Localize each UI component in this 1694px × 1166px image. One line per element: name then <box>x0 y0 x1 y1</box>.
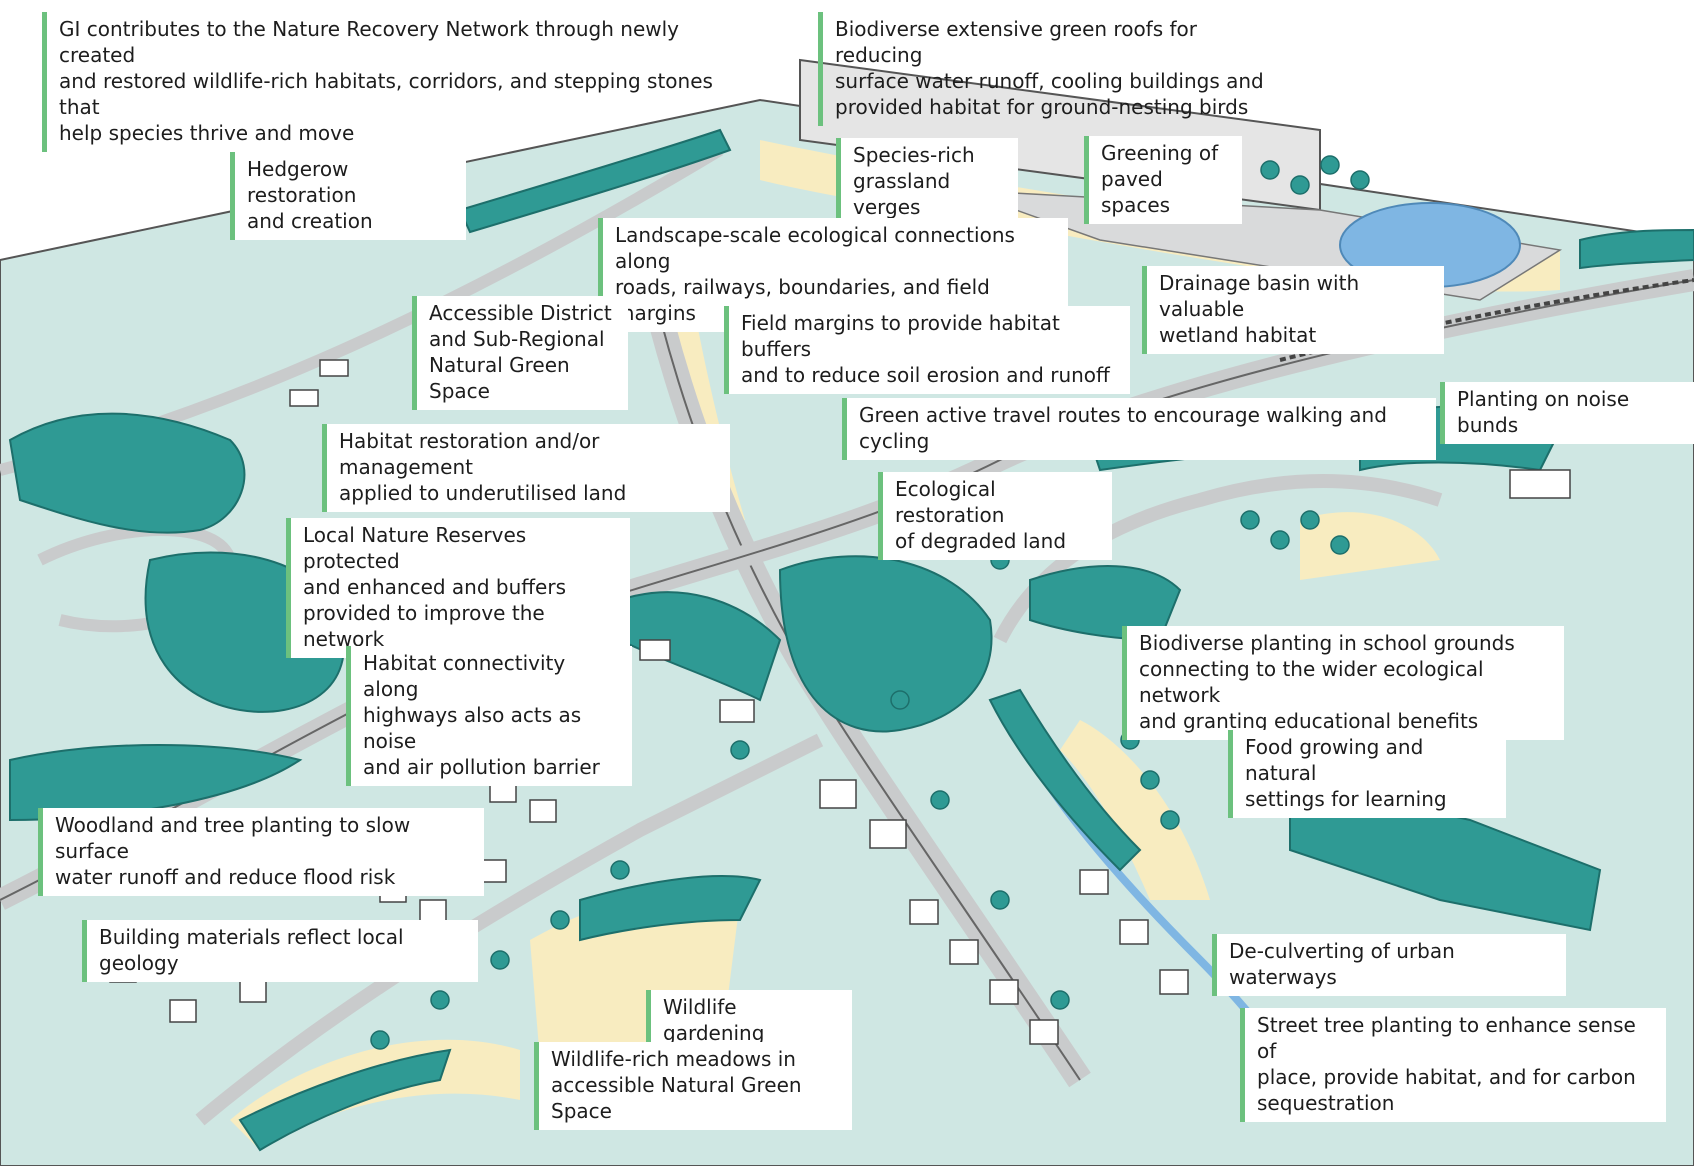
building-block-22 <box>639 639 671 661</box>
tree-17 <box>550 910 570 930</box>
label-active-travel-routes: Green active travel routes to encourage … <box>842 398 1436 460</box>
tree-10 <box>1140 770 1160 790</box>
tree-5 <box>1240 510 1260 530</box>
building-block-25 <box>289 389 319 407</box>
hedgerow-north <box>458 128 732 234</box>
noise-bund-meadow <box>1300 512 1440 580</box>
label-nature-recovery-network: GI contributes to the Nature Recovery Ne… <box>42 12 732 152</box>
label-habitat-restoration: Habitat restoration and/or management ap… <box>322 424 730 512</box>
waterway-corridor <box>988 688 1142 872</box>
building-block-13 <box>869 819 907 849</box>
tree-15 <box>1050 990 1070 1010</box>
label-noise-bunds: Planting on noise bunds <box>1440 382 1694 444</box>
building-block-16 <box>989 979 1019 1005</box>
tree-3 <box>1320 155 1340 175</box>
building-block-9 <box>239 979 267 1003</box>
label-accessible-green-space: Accessible District and Sub-Regional Nat… <box>412 296 628 410</box>
building-block-17 <box>1029 1019 1059 1045</box>
tree-14 <box>990 890 1010 910</box>
label-school-grounds: Biodiverse planting in school grounds co… <box>1122 626 1564 740</box>
label-ecological-restoration: Ecological restoration of degraded land <box>878 472 1112 560</box>
label-nature-reserves: Local Nature Reserves protected and enha… <box>286 518 630 658</box>
hedgerow-south-2 <box>238 1048 452 1152</box>
tree-16 <box>610 860 630 880</box>
school-meadow <box>1060 720 1210 900</box>
tree-1 <box>1260 160 1280 180</box>
label-greening-paved-spaces: Greening of paved spaces <box>1084 136 1242 224</box>
tree-21 <box>730 740 750 760</box>
building-block-12 <box>819 779 857 809</box>
building-block-24 <box>319 359 349 377</box>
label-drainage-basin: Drainage basin with valuable wetland hab… <box>1142 266 1444 354</box>
woodland-central <box>778 555 993 733</box>
label-food-growing: Food growing and natural settings for le… <box>1228 730 1506 818</box>
building-block-18 <box>1079 869 1109 895</box>
building-block-21 <box>719 699 755 723</box>
tree-6 <box>1270 530 1290 550</box>
tree-2 <box>1290 175 1310 195</box>
cross-road-edge <box>0 279 1694 901</box>
label-hedgerow-restoration: Hedgerow restoration and creation <box>230 152 466 240</box>
label-green-roofs: Biodiverse extensive green roofs for red… <box>818 12 1298 126</box>
tree-20 <box>370 1030 390 1050</box>
tree-11 <box>1160 810 1180 830</box>
label-grassland-verges: Species-rich grassland verges <box>836 138 1018 226</box>
building-block-10 <box>169 999 197 1023</box>
label-wildlife-meadows: Wildlife-rich meadows in accessible Natu… <box>534 1042 852 1130</box>
tree-12 <box>890 690 910 710</box>
tree-8 <box>1330 535 1350 555</box>
building-block-19 <box>1119 919 1149 945</box>
tree-4 <box>1350 170 1370 190</box>
school-planting <box>1029 565 1182 642</box>
building-block-20 <box>1159 969 1189 995</box>
hedgerow-south-1 <box>579 875 762 942</box>
hedgerow-north-east <box>1579 229 1694 270</box>
tree-18 <box>490 950 510 970</box>
label-street-trees: Street tree planting to enhance sense of… <box>1240 1008 1666 1122</box>
label-wildlife-gardening: Wildlife gardening <box>646 990 852 1052</box>
tree-19 <box>430 990 450 1010</box>
building-block-6 <box>419 899 447 923</box>
woodland-west <box>8 412 246 534</box>
building-block-14 <box>909 899 939 925</box>
building-block-23 <box>1509 469 1571 499</box>
label-building-materials: Building materials reflect local geology <box>82 920 478 982</box>
label-highway-connectivity: Habitat connectivity along highways also… <box>346 646 632 786</box>
label-de-culverting: De-culverting of urban waterways <box>1212 934 1566 996</box>
label-field-margins: Field margins to provide habitat buffers… <box>724 306 1130 394</box>
building-block-2 <box>529 799 557 823</box>
label-woodland-planting: Woodland and tree planting to slow surfa… <box>38 808 484 896</box>
village-street <box>195 733 824 1126</box>
tree-13 <box>930 790 950 810</box>
building-block-15 <box>949 939 979 965</box>
tree-7 <box>1300 510 1320 530</box>
